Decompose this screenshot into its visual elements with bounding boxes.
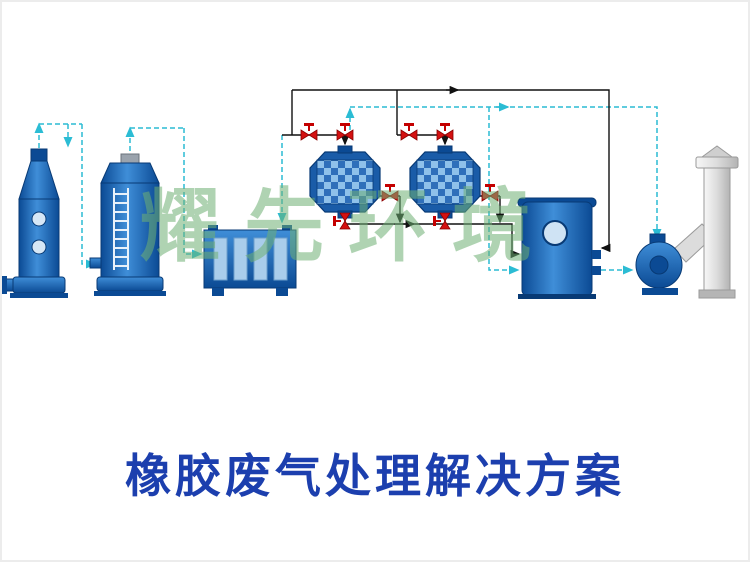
filter-panel-icon (273, 237, 288, 281)
sight-glass-icon (31, 239, 47, 255)
centrifugal-fan (635, 223, 715, 295)
filter-panel-icon (253, 237, 268, 281)
inspection-window-icon (542, 220, 568, 246)
filter-panel-icon (233, 237, 248, 281)
valve-icon (432, 212, 451, 230)
spray-tower (2, 148, 68, 298)
valve-icon (400, 122, 418, 141)
activated-carbon-drum-1 (309, 145, 381, 219)
valve-icon (332, 212, 351, 230)
activated-carbon-drum-2 (409, 145, 481, 219)
page-title: 橡胶废气处理解决方案 (125, 451, 625, 502)
valve-icon (381, 183, 399, 202)
exhaust-stack (695, 145, 739, 299)
duct-spray-to-packing (81, 124, 97, 269)
bottom-header-to-tank (345, 223, 521, 259)
valve-icon (300, 122, 318, 141)
ladder-icon (113, 188, 129, 270)
cyan-duct-lines (34, 102, 662, 275)
bypass-header-to-fan (350, 106, 662, 240)
uv-photolysis-unit (203, 225, 297, 296)
valve-icon (481, 183, 499, 202)
packing-tower (89, 153, 166, 296)
duct-drop-to-tank (488, 107, 520, 275)
filter-panel-icon (213, 237, 228, 281)
duct-packing-to-uvbox (183, 128, 203, 259)
water-tank (517, 197, 601, 299)
sight-glass-icon (31, 211, 47, 227)
